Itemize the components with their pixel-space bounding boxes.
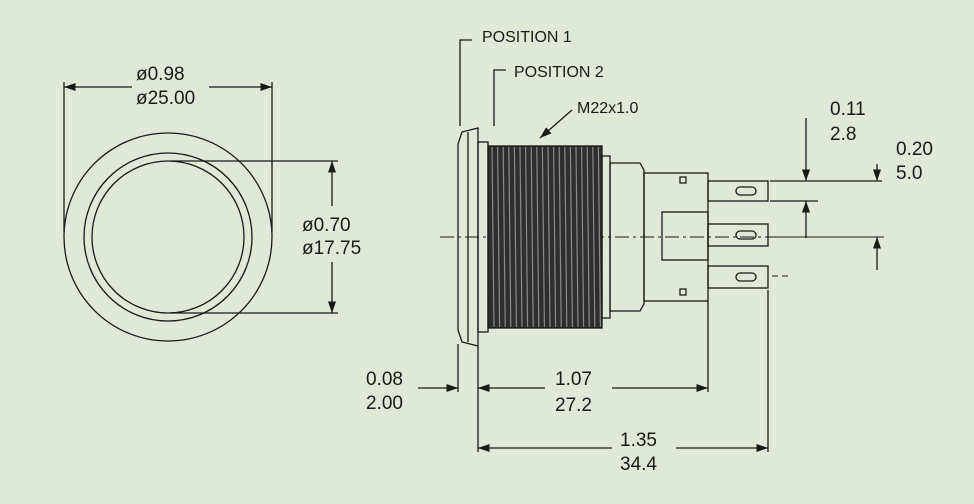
thread-ridge <box>525 146 529 328</box>
position-2-label: POSITION 2 <box>514 64 604 81</box>
terminal-middle <box>707 223 769 247</box>
inner-diameter-in: ø0.70 <box>302 215 351 236</box>
thread-label: M22x1.0 <box>577 100 638 117</box>
thread-ridge <box>569 146 573 328</box>
terminal-top <box>707 180 769 202</box>
outer-diameter-mm: ø25.00 <box>136 88 195 109</box>
thread-ridge <box>502 146 506 328</box>
outer-bezel-circle <box>63 132 273 342</box>
position-1-leader <box>459 39 472 126</box>
terminal-width-in: 0.11 <box>830 99 866 120</box>
terminal-pitch-in: 0.20 <box>896 139 933 160</box>
threaded-body <box>487 145 603 329</box>
thread-ridge <box>541 146 545 328</box>
thread-ridge <box>513 146 517 328</box>
front-view <box>63 82 338 342</box>
terminal-bottom <box>707 265 769 289</box>
thread-ridge <box>558 146 562 328</box>
thread-ridge <box>553 146 557 328</box>
bezel <box>457 127 479 347</box>
inner-diameter-mm: ø17.75 <box>302 238 361 259</box>
thread-ridge <box>597 146 601 328</box>
terminal-width-mm: 2.8 <box>830 124 856 145</box>
thread-ridge <box>575 146 579 328</box>
button-face-circle <box>91 160 245 314</box>
rear-housing <box>609 162 645 312</box>
thread-ridge <box>497 146 501 328</box>
thread-ridge <box>508 146 512 328</box>
position-2-leader <box>493 69 506 126</box>
thread-ridge <box>491 146 495 328</box>
thread-ridge <box>536 146 540 328</box>
bezel-thickness-in: 0.08 <box>366 369 403 390</box>
total-length-in: 1.35 <box>620 430 657 451</box>
bezel-thickness-mm: 2.00 <box>366 393 403 414</box>
thread-ridge <box>547 146 551 328</box>
inner-ring-circle <box>83 152 253 322</box>
body-length-in: 1.07 <box>555 369 592 390</box>
outer-diameter-in: ø0.98 <box>136 64 185 85</box>
thread-ridge <box>586 146 590 328</box>
thread-ridge <box>519 146 523 328</box>
side-view <box>418 39 884 453</box>
thread-ridge <box>581 146 585 328</box>
terminal-pitch-mm: 5.0 <box>896 163 922 184</box>
body-length-mm: 27.2 <box>555 395 592 416</box>
thread-leader <box>539 109 573 139</box>
position-1-label: POSITION 1 <box>482 29 572 46</box>
thread-ridge <box>592 146 596 328</box>
thread-ridge <box>530 146 534 328</box>
thread-ridge <box>564 146 568 328</box>
total-length-mm: 34.4 <box>620 454 657 475</box>
